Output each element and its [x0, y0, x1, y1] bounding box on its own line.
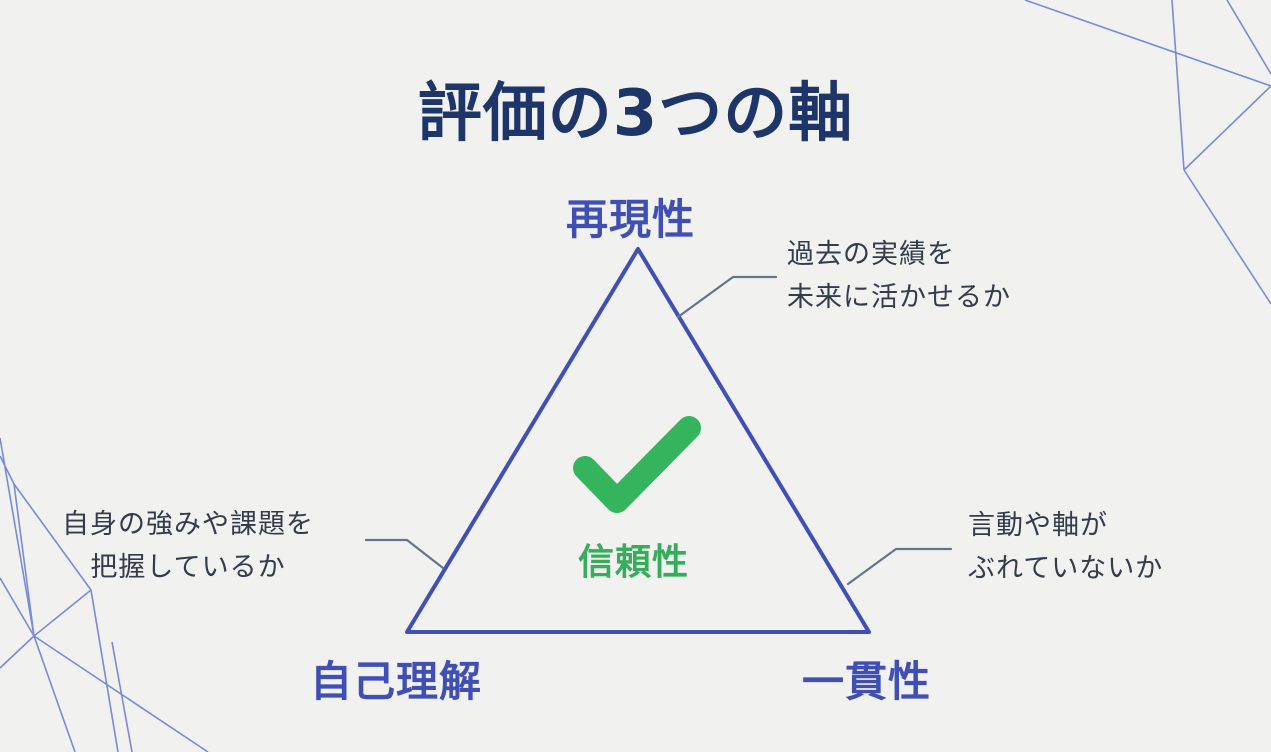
axis-label-left: 自己理解: [310, 657, 483, 706]
slide-title: 評価の3つの軸: [417, 77, 854, 151]
axis-label-top: 再現性: [566, 195, 696, 244]
annotation-left: 自身の強みや課題を 把握しているか: [62, 503, 314, 589]
annotation-top-line-2: 未来に活かせるか: [787, 282, 1011, 313]
axis-label-right: 一貫性: [802, 657, 932, 706]
annotation-lines: [364, 275, 953, 586]
left-annotation-connector: [364, 538, 445, 570]
annotation-right-line-1: 言動や軸が: [968, 510, 1108, 541]
annotation-right-line-2: ぶれていないか: [968, 553, 1164, 584]
right-annotation-connector: [846, 547, 953, 586]
annotation-left-line-1: 自身の強みや課題を: [62, 509, 314, 540]
triangle-outline: [405, 247, 871, 634]
annotation-left-line-2: 把握しているか: [90, 552, 286, 583]
annotation-top-line-1: 過去の実績を: [787, 239, 955, 270]
top-annotation-connector: [676, 275, 778, 319]
center-label: 信頼性: [578, 542, 690, 583]
annotation-right: 言動や軸が ぶれていないか: [968, 504, 1163, 590]
annotation-top: 過去の実績を 未来に活かせるか: [787, 233, 1011, 319]
check-icon: [573, 416, 701, 513]
